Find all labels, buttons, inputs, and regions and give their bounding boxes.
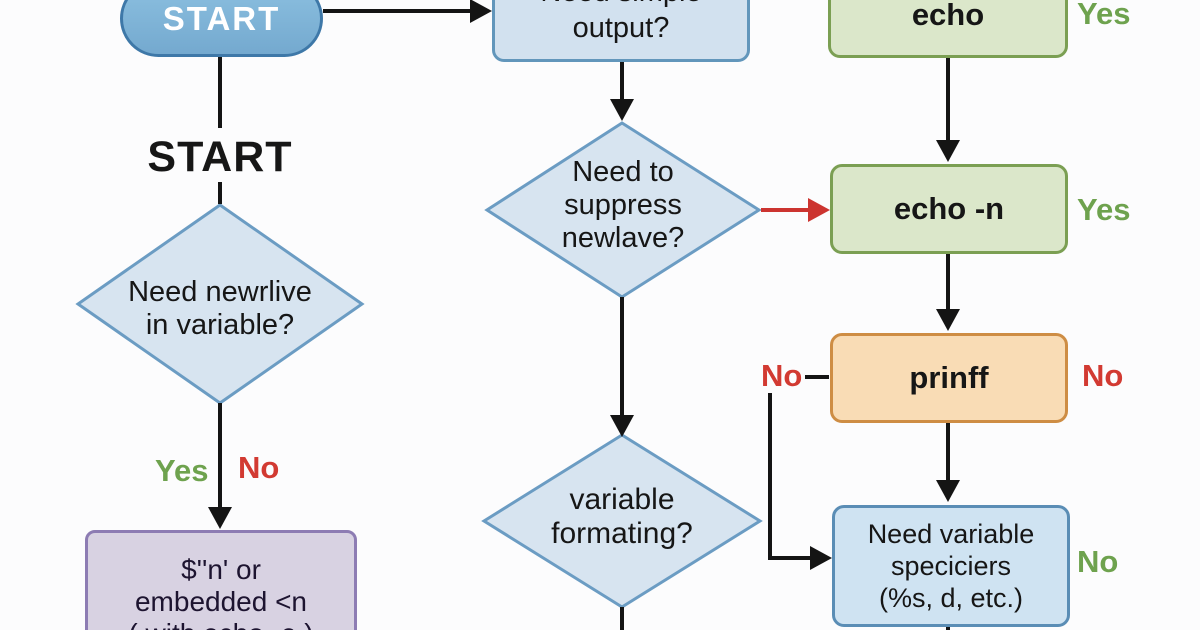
label-yes-echo-n: Yes [1077, 192, 1131, 227]
result-echo-n: echo -n [830, 164, 1068, 254]
label-yes-echo: Yes [1077, 0, 1131, 31]
label-yes-left: Yes [155, 453, 209, 488]
result-need-variable-specifiers: Need variable speciciers (%s, d, etc.) [832, 505, 1070, 627]
start-terminal-label: START [162, 0, 281, 37]
start-terminal: START [120, 0, 323, 57]
start-caption: START [147, 132, 293, 181]
process-need-simple-output: Need simple output? [492, 0, 750, 62]
result-prinff: prinff [830, 333, 1068, 423]
label-no-prinff-right: No [1082, 358, 1124, 393]
decision-variable-formatting: variable formating? [551, 483, 693, 550]
label-no-specifiers: No [1077, 544, 1119, 579]
label-no-left: No [238, 450, 280, 485]
decision-need-newline-in-variable: Need newrlive in variable? [128, 276, 312, 341]
arrow-no-elbow-to-specifiers [768, 393, 812, 560]
label-no-prinff-left: No [761, 358, 803, 393]
result-echo: echo [828, 0, 1068, 58]
result-dollar-newline: $''n' or embedded <n ( with echo -e ) [85, 530, 357, 630]
decision-suppress-newline: Need to suppress newlave? [561, 155, 685, 254]
